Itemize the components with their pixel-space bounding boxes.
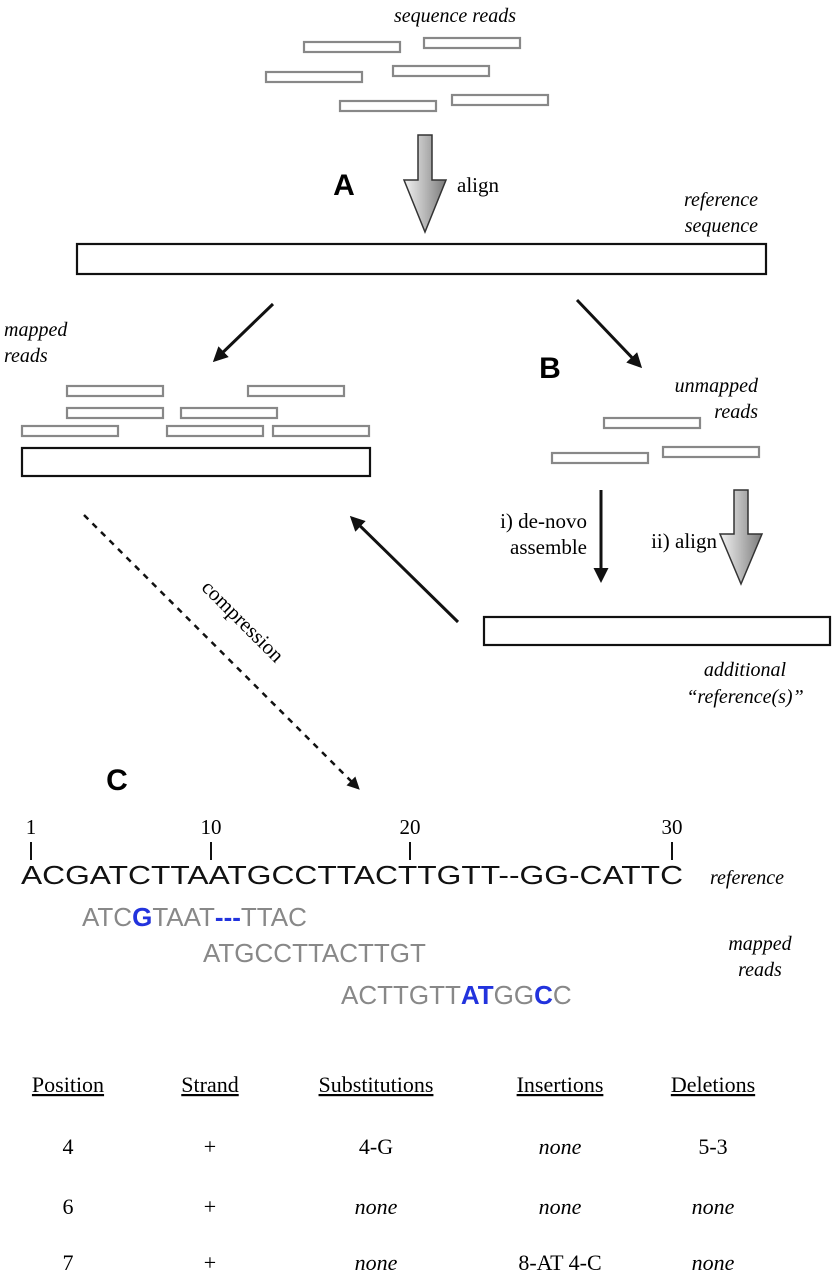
- additional-label-2: “reference(s)”: [686, 686, 803, 708]
- insertion-bases: AT: [461, 980, 494, 1010]
- reference-row-label: reference: [710, 867, 784, 889]
- align-ii-label: ii) align: [651, 529, 717, 553]
- compression-table: Position Strand Substitutions Insertions…: [32, 1072, 755, 1275]
- panel-a-label: A: [333, 169, 355, 202]
- mapped-read: [65, 406, 165, 420]
- mapped-reads-label-1: mapped: [4, 319, 68, 341]
- position-tick-label: 20: [400, 815, 421, 839]
- sequence-read: [422, 36, 522, 50]
- arrow-to-mapped: [212, 302, 275, 363]
- reference-sequence-text: ACGATCTTAATGCCTTACTTGTT--GG-CATTC: [21, 860, 683, 890]
- sequence-reads-label: sequence reads: [394, 5, 516, 27]
- unmapped-read: [602, 416, 702, 430]
- table-header-substitutions: Substitutions: [319, 1072, 434, 1097]
- position-tick-label: 30: [662, 815, 683, 839]
- additional-label-1: additional: [704, 659, 787, 681]
- table-header-position: Position: [32, 1072, 104, 1097]
- table-cell: 8-AT 4-C: [518, 1250, 601, 1275]
- table-cell: none: [692, 1194, 735, 1219]
- reference-sequence-label-1: reference: [684, 189, 758, 211]
- mapped-read: [165, 424, 265, 438]
- substitution-base: C: [534, 980, 553, 1010]
- mapped-read: [65, 384, 165, 398]
- table-cell: 7: [63, 1250, 74, 1275]
- align-arrow-b: [718, 489, 764, 586]
- mapped-read: [271, 424, 371, 438]
- reference-sequence-label-2: sequence: [685, 215, 758, 237]
- table-header-strand: Strand: [181, 1072, 238, 1097]
- arrow-back-to-mapped: [349, 515, 460, 624]
- table-header-insertions: Insertions: [517, 1072, 604, 1097]
- table-cell: 5-3: [698, 1134, 727, 1159]
- sequence-reads-group: [264, 36, 550, 113]
- align-label: align: [457, 173, 499, 197]
- mapped-reference-bar: [20, 446, 372, 478]
- mapped-read: [179, 406, 279, 420]
- table-row: 4 + 4-G none 5-3: [63, 1134, 728, 1159]
- table-cell: none: [539, 1134, 582, 1159]
- read-segment: TTAC: [241, 902, 307, 932]
- denovo-label-2: assemble: [510, 535, 587, 559]
- sequence-read: [391, 64, 491, 78]
- mapped-reads-row-label-2: reads: [738, 959, 782, 981]
- table-cell: +: [204, 1250, 216, 1275]
- table-cell: +: [204, 1194, 216, 1219]
- compression-label: compression: [197, 575, 289, 667]
- mapped-read-2: ATGCCTTACTTGT: [203, 938, 426, 968]
- arrow-to-unmapped: [575, 298, 643, 369]
- read-segment: TAAT: [152, 902, 215, 932]
- reference-sequence-bar: [75, 242, 768, 276]
- position-tick-label: 10: [201, 815, 222, 839]
- compression-arrow: [83, 514, 360, 790]
- table-cell: none: [692, 1250, 735, 1275]
- align-arrow-a: [402, 134, 448, 235]
- table-cell: 6: [63, 1194, 74, 1219]
- denovo-label-1: i) de-novo: [500, 509, 587, 533]
- mapped-read-3: ACTTGTTATGGCC: [341, 980, 572, 1010]
- sequence-read: [302, 40, 402, 54]
- additional-reference-bar: [482, 615, 832, 647]
- read-segment: ATC: [82, 902, 132, 932]
- unmapped-reads-label-2: reads: [714, 401, 758, 423]
- unmapped-reads-group: [550, 416, 761, 465]
- read-segment: ACTTGTT: [341, 980, 461, 1010]
- sequence-read: [450, 93, 550, 107]
- table-cell: none: [355, 1250, 398, 1275]
- mapped-reads-row-label-1: mapped: [728, 933, 792, 955]
- table-cell: none: [539, 1194, 582, 1219]
- table-row: 6 + none none none: [63, 1194, 735, 1219]
- substitution-base: G: [132, 902, 152, 932]
- table-cell: +: [204, 1134, 216, 1159]
- position-tick-label: 1: [26, 815, 37, 839]
- panel-c-label: C: [106, 764, 128, 797]
- unmapped-read: [661, 445, 761, 459]
- mapped-read: [246, 384, 346, 398]
- table-cell: 4-G: [359, 1134, 393, 1159]
- panel-b-label: B: [539, 352, 561, 385]
- table-header-deletions: Deletions: [671, 1072, 755, 1097]
- sequence-read: [264, 70, 364, 84]
- read-segment: GG: [494, 980, 534, 1010]
- table-cell: none: [355, 1194, 398, 1219]
- table-row: 7 + none 8-AT 4-C none: [63, 1250, 735, 1275]
- unmapped-reads-label-1: unmapped: [675, 375, 759, 397]
- mapped-read: [20, 424, 120, 438]
- mapped-reads-group: [20, 384, 371, 438]
- table-cell: 4: [63, 1134, 74, 1159]
- sequence-read: [338, 99, 438, 113]
- deletion-mark: ---: [215, 902, 241, 932]
- read-segment: C: [553, 980, 572, 1010]
- mapped-reads-label-2: reads: [4, 345, 48, 367]
- mapped-read-1: ATCGTAAT---TTAC: [82, 902, 307, 932]
- unmapped-read: [550, 451, 650, 465]
